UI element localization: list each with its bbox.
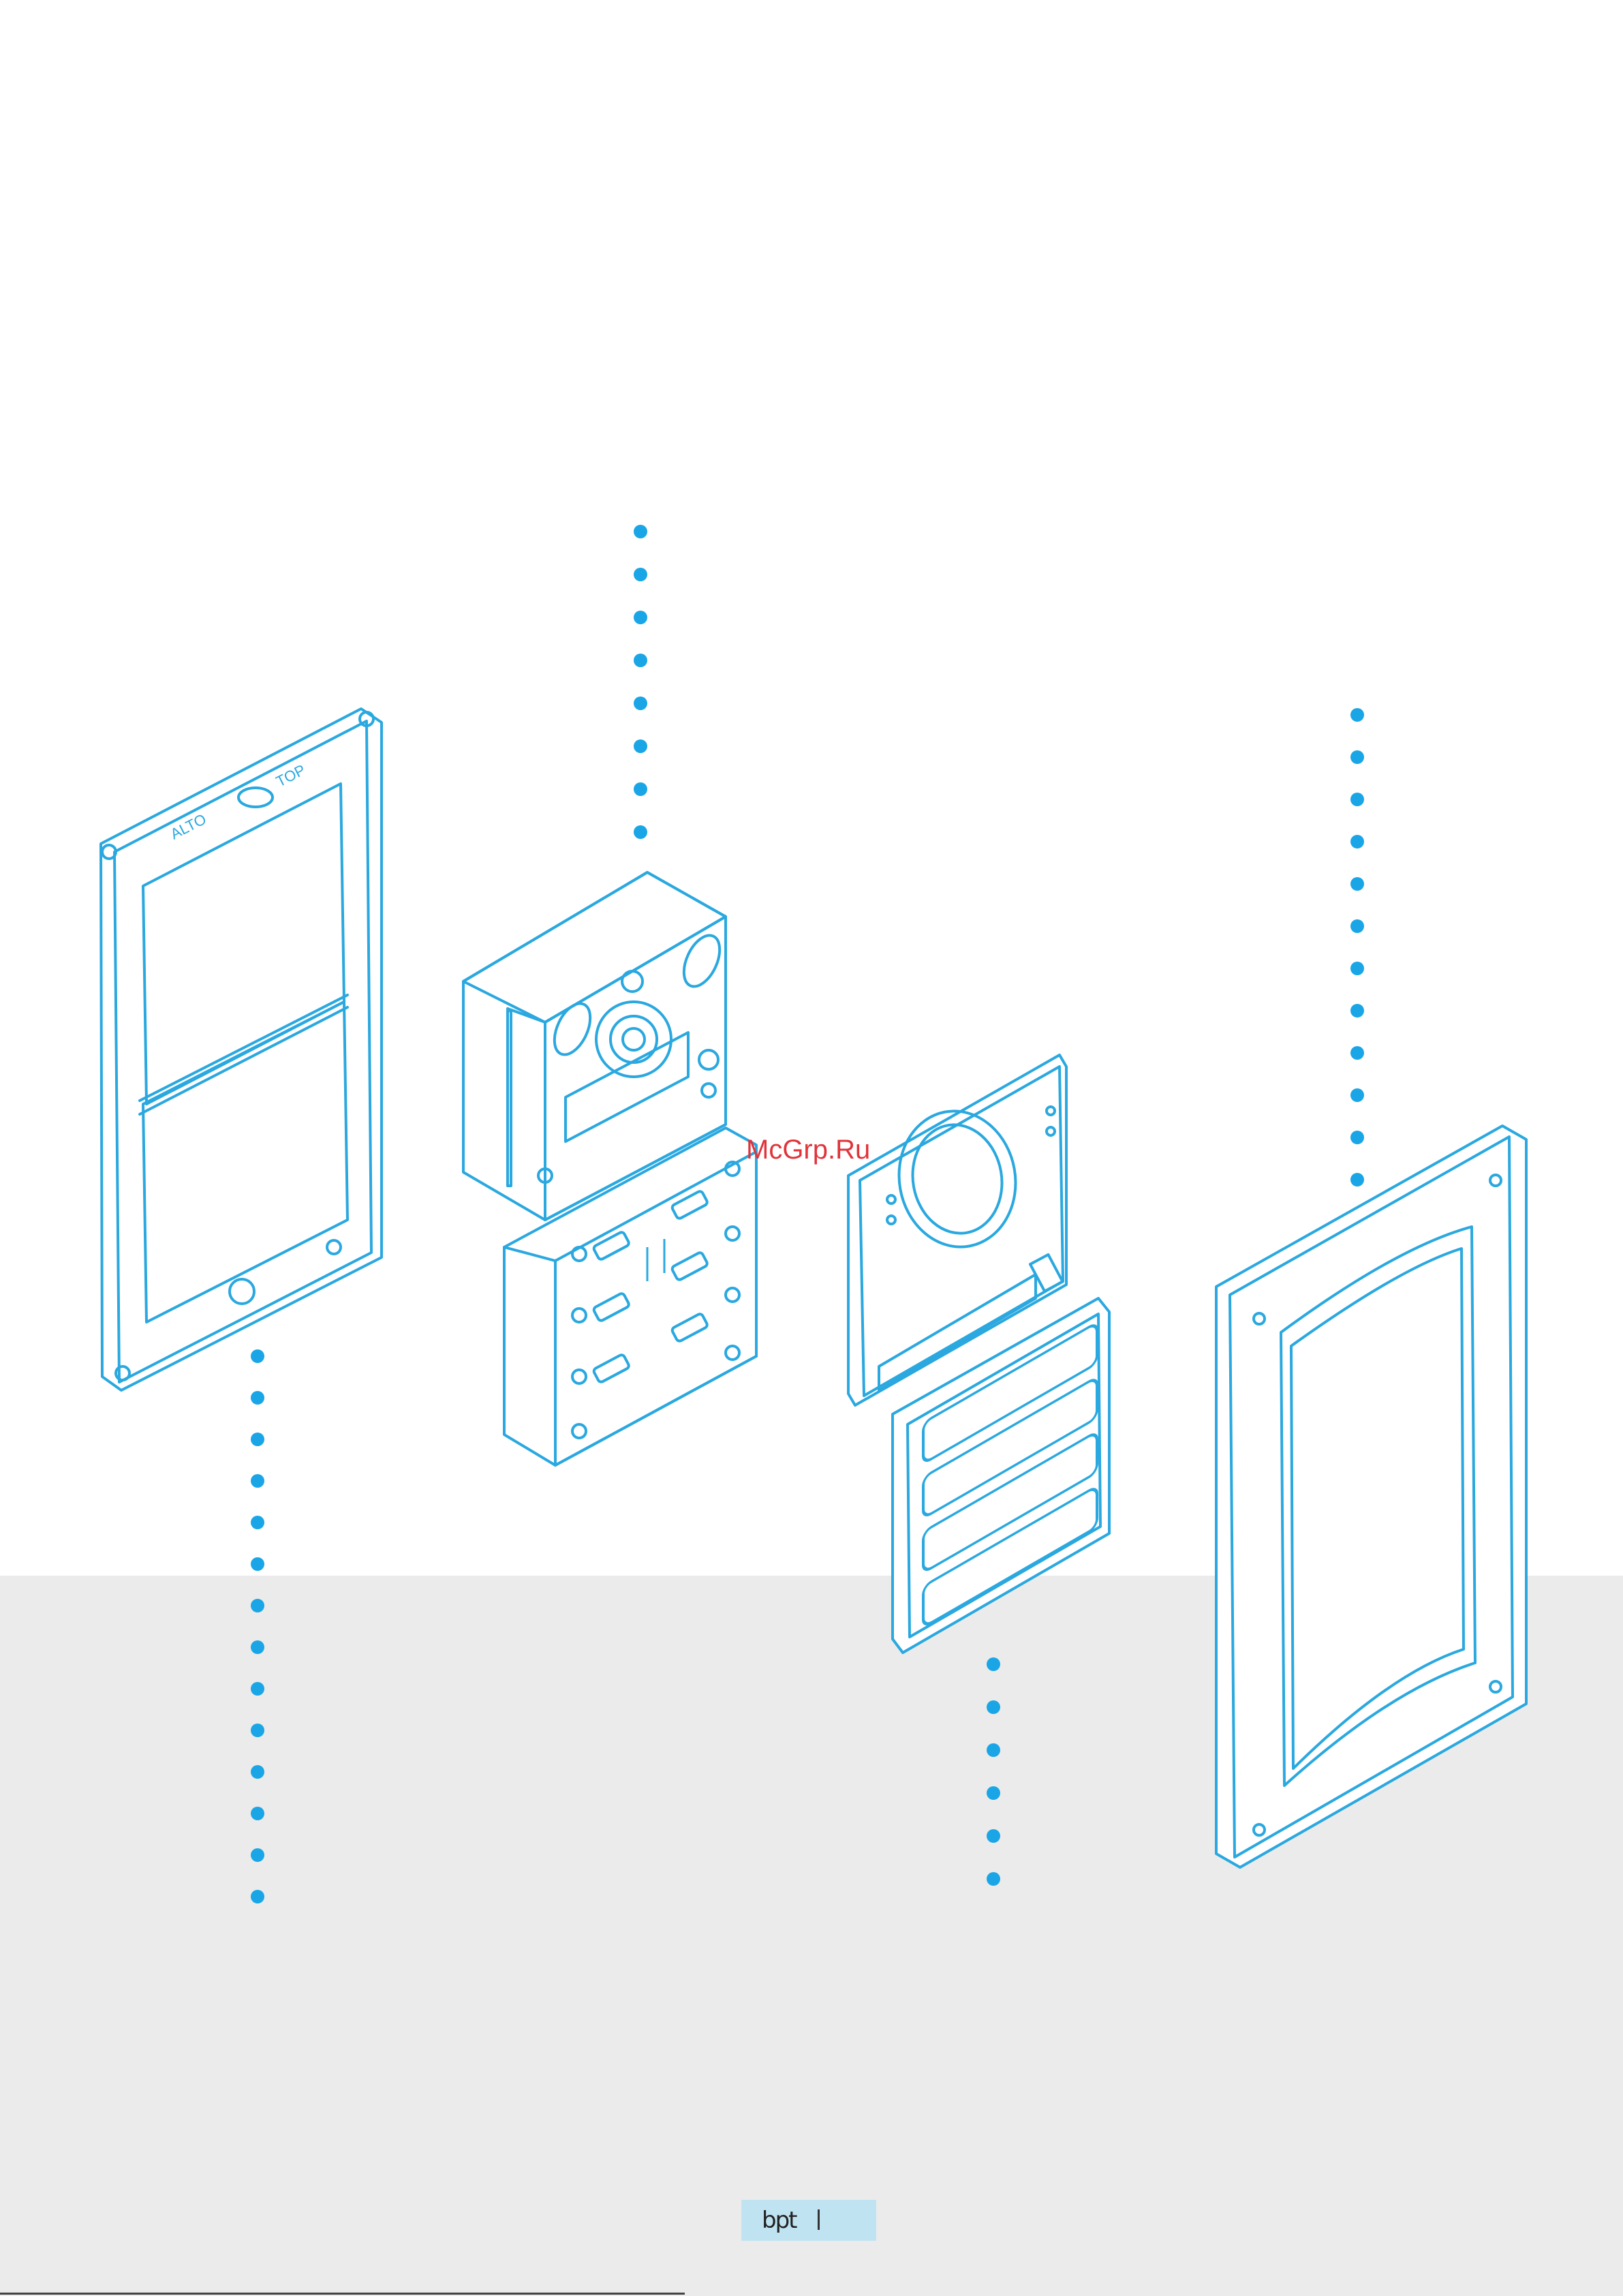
bpt-logo: bpt: [762, 2207, 797, 2234]
footer-logo-tag: bpt: [741, 2200, 876, 2241]
leader-dots-buttons: [987, 1657, 1000, 1886]
bottom-rule-line: [0, 2293, 685, 2295]
cover-frame-icon: [1216, 1126, 1526, 1867]
leader-dots-cover: [1350, 708, 1364, 1187]
watermark-text: McGrp.Ru: [746, 1135, 870, 1165]
leader-dots-module: [634, 525, 647, 839]
leader-dots-frame: [251, 1349, 264, 1903]
footer-separator: [818, 2209, 820, 2230]
mounting-frame-icon: ALTO TOP: [101, 709, 382, 1390]
